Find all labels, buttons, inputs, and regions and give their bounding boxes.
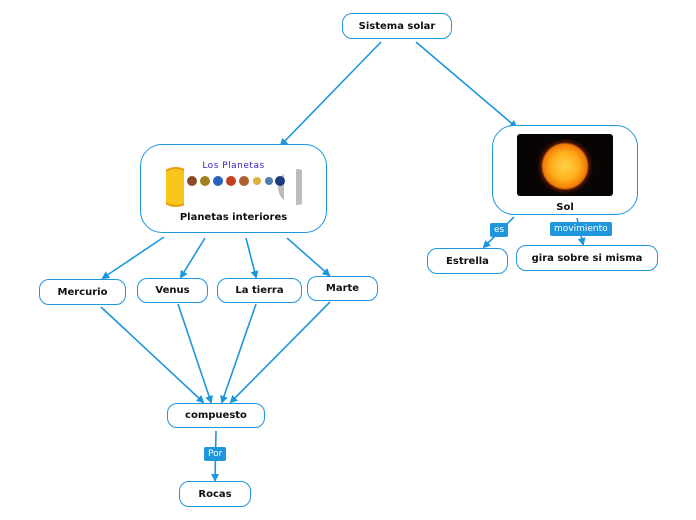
node-marte[interactable]: Marte [307,276,378,301]
link-root-sol [415,41,518,129]
node-label: Marte [325,283,360,294]
link-label-por[interactable]: Por [204,447,227,461]
link-interiores-marte [286,237,331,277]
node-venus[interactable]: Venus [137,278,208,303]
link-label-es[interactable]: es [490,223,509,237]
node-label: gira sobre si misma [531,252,643,264]
node-label: Sol [556,201,574,213]
link-tierra-compuesto [220,303,257,404]
link-root-interiores [279,41,382,147]
link-venus-compuesto [177,303,213,404]
node-label: Venus [155,285,190,296]
node-sistema-solar[interactable]: Sistema solar [342,13,452,39]
node-label: Estrella [446,255,489,267]
planets-image [165,166,302,207]
node-compuesto[interactable]: compuesto [167,403,265,428]
link-mercurio-compuesto [100,306,205,404]
node-planetas-interiores[interactable]: Los Planetas Planetas interiores [140,144,327,233]
image-title: Los Planetas [202,160,265,171]
node-la-tierra[interactable]: La tierra [217,278,302,303]
node-label: Mercurio [57,286,108,298]
node-gira[interactable]: gira sobre si misma [516,245,658,271]
node-label: Rocas [198,488,232,500]
node-mercurio[interactable]: Mercurio [39,279,126,305]
link-marte-compuesto [229,301,331,404]
node-label: Planetas interiores [179,211,288,223]
link-interiores-mercurio [101,236,165,280]
node-label: La tierra [235,285,284,296]
node-estrella[interactable]: Estrella [427,248,508,274]
link-label-movimiento[interactable]: movimiento [550,222,612,236]
node-rocas[interactable]: Rocas [179,481,251,507]
sun-image [517,133,613,196]
link-interiores-tierra [245,237,259,279]
node-label: Sistema solar [358,20,436,32]
node-sol[interactable]: Sol [492,125,638,215]
link-interiores-venus [179,237,206,279]
node-label: compuesto [185,410,247,421]
